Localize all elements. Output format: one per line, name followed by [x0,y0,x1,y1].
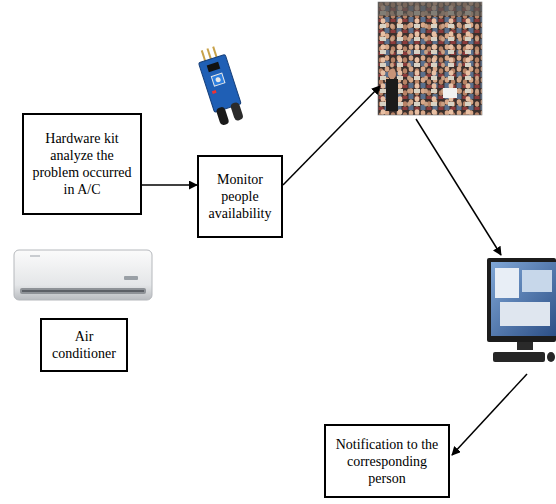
monitor-screen [491,262,556,336]
sensor-led [212,90,217,94]
flow-arrow [452,374,527,455]
ac-logo [30,255,40,257]
ac-slit [22,290,144,292]
process-box: Hardware kit analyze the problem occurre… [22,113,142,215]
air-conditioner-unit [14,250,152,300]
desktop-computer [487,258,556,362]
back-wall [378,2,482,16]
flow-arrow [142,184,197,186]
screen-window [522,270,552,292]
node-text: Notification to the corresponding person [331,436,443,487]
photo-frame [378,2,482,115]
label-box: Air conditioner [40,318,128,372]
screen-window [495,268,519,298]
mouse [547,352,555,362]
keyboard [493,352,545,362]
monitor-stand [517,342,533,350]
ir-receiver [230,102,244,122]
ac-display [124,276,138,280]
crowd [378,2,482,115]
sensor-potentiometer [211,73,225,86]
monitor-frame [487,258,556,342]
node-text: Hardware kit analyze the problem occurre… [29,130,135,198]
flow-arrow [416,119,501,255]
paper-sign [443,88,457,98]
sensor-knob [215,77,221,83]
output-box: Notification to the corresponding person [324,424,450,498]
process-box: Monitor people availability [197,155,283,238]
node-text: Monitor people availability [204,171,276,222]
ac-vent [20,288,146,294]
sensor-header [207,62,221,72]
flow-arrow [283,86,380,185]
crowd [378,2,482,115]
node-text: Air conditioner [47,328,121,362]
ir-sensor-module [195,44,246,127]
audience-photo [378,2,482,115]
speaker-head [388,69,396,79]
speaker-body [386,79,398,111]
ir-emitter [216,106,230,126]
screen-window [500,302,550,326]
ac-body [14,250,152,300]
